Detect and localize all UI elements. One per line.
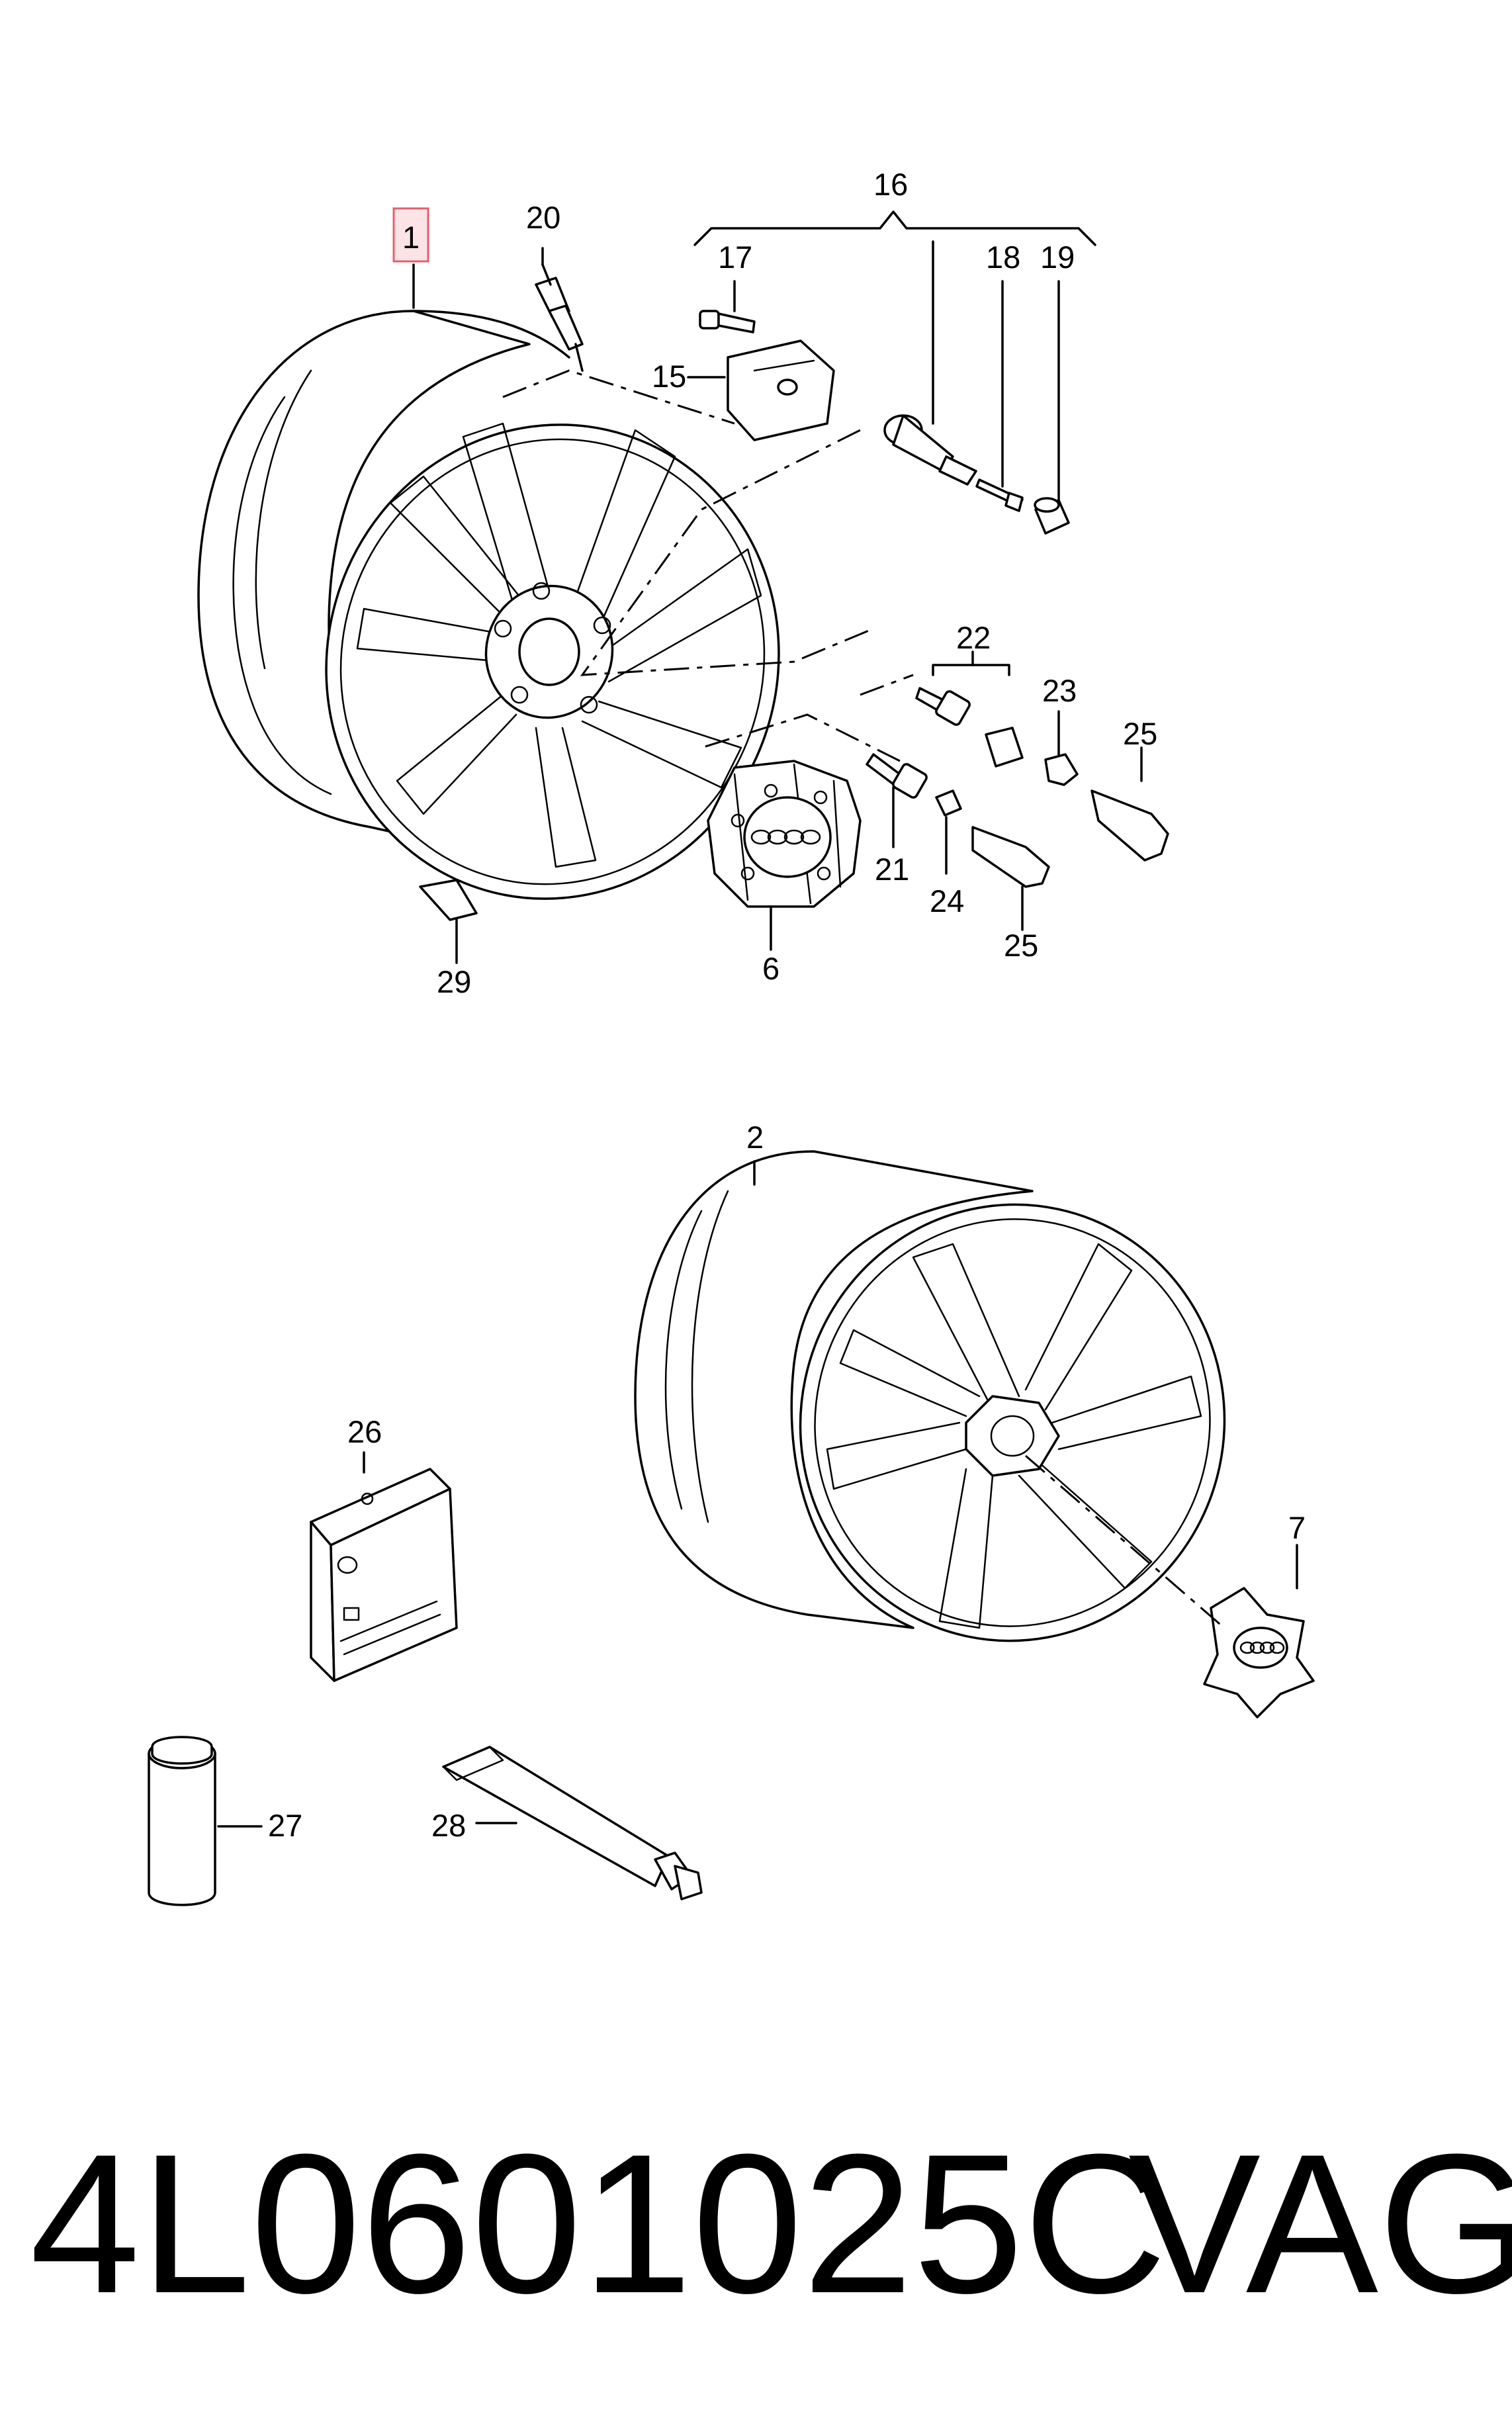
leader-lines bbox=[217, 210, 1298, 1828]
callout-26: 26 bbox=[347, 1414, 382, 1449]
callout-2: 2 bbox=[746, 1120, 764, 1155]
callout-20: 20 bbox=[526, 200, 560, 235]
callout-17: 17 bbox=[718, 240, 752, 275]
footer: 4L0601025C VAG bbox=[0, 2084, 1512, 2362]
brand-label: VAG bbox=[1128, 2112, 1512, 2335]
spray-can-27[interactable] bbox=[148, 1736, 216, 1906]
callout-1: 1 bbox=[402, 220, 420, 255]
repair-kit-26[interactable] bbox=[310, 1468, 458, 1682]
callout-25a: 25 bbox=[1123, 716, 1157, 751]
tube-28[interactable] bbox=[442, 1746, 703, 1900]
callout-16: 16 bbox=[873, 167, 908, 202]
callout-23: 23 bbox=[1042, 673, 1077, 708]
valve-insert-16[interactable] bbox=[883, 414, 977, 486]
wheel-bolt-21[interactable] bbox=[866, 753, 928, 799]
tyre-valve-20[interactable] bbox=[535, 263, 584, 372]
callout-22: 22 bbox=[956, 620, 991, 655]
removal-tool-25b[interactable] bbox=[971, 826, 1050, 888]
alloy-wheel-1[interactable] bbox=[197, 310, 840, 958]
callout-6: 6 bbox=[762, 951, 779, 986]
alloy-wheel-2[interactable] bbox=[634, 1150, 1265, 1680]
callout-28: 28 bbox=[431, 1808, 466, 1843]
centre-cap-6[interactable] bbox=[707, 760, 862, 908]
callout-27: 27 bbox=[268, 1808, 302, 1843]
centre-cap-7[interactable] bbox=[1203, 1587, 1315, 1718]
callout-25b: 25 bbox=[1004, 928, 1038, 963]
callout-21: 21 bbox=[875, 852, 909, 887]
cap-nut-23[interactable] bbox=[1044, 753, 1079, 786]
callout-7: 7 bbox=[1288, 1510, 1306, 1545]
anti-theft-bolt-22[interactable] bbox=[915, 687, 1024, 768]
callout-29: 29 bbox=[437, 964, 471, 999]
valve-cap-19[interactable] bbox=[1034, 497, 1070, 535]
callout-19: 19 bbox=[1040, 240, 1075, 275]
removal-tool-25a[interactable] bbox=[1090, 789, 1169, 862]
balance-weight-29[interactable] bbox=[419, 879, 478, 921]
screw-17[interactable] bbox=[699, 310, 756, 334]
callout-labels: 1 20 16 17 18 19 15 22 23 25 21 24 25 6 … bbox=[268, 167, 1306, 1843]
highlight-box bbox=[392, 207, 429, 263]
callout-18: 18 bbox=[986, 240, 1020, 275]
cap-24[interactable] bbox=[935, 789, 962, 817]
callout-15: 15 bbox=[652, 359, 686, 394]
part-number: 4L0601025C bbox=[30, 2112, 1167, 2335]
valve-core-18[interactable] bbox=[975, 478, 1024, 512]
pressure-sensor-15[interactable] bbox=[727, 339, 835, 441]
callout-24: 24 bbox=[930, 883, 964, 918]
